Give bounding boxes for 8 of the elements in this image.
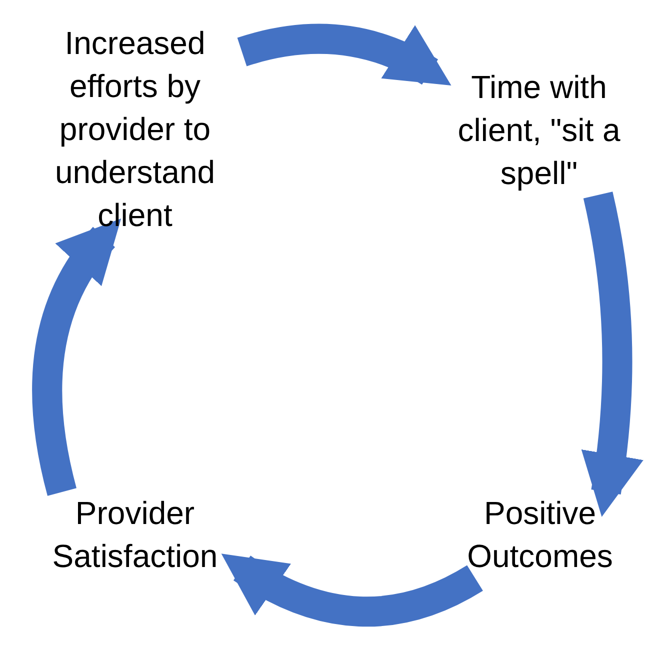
curved-arrow [32, 218, 120, 496]
node-label: Increased efforts by provider to understand client [54, 24, 216, 235]
node-label: Positive Outcomes [466, 494, 614, 576]
node-label: Time with client, "sit a spell" [456, 68, 622, 193]
curved-arrow [220, 554, 482, 626]
node-label: Provider Satisfaction [51, 494, 219, 576]
curved-arrow [238, 24, 452, 85]
curved-arrow [580, 192, 643, 517]
